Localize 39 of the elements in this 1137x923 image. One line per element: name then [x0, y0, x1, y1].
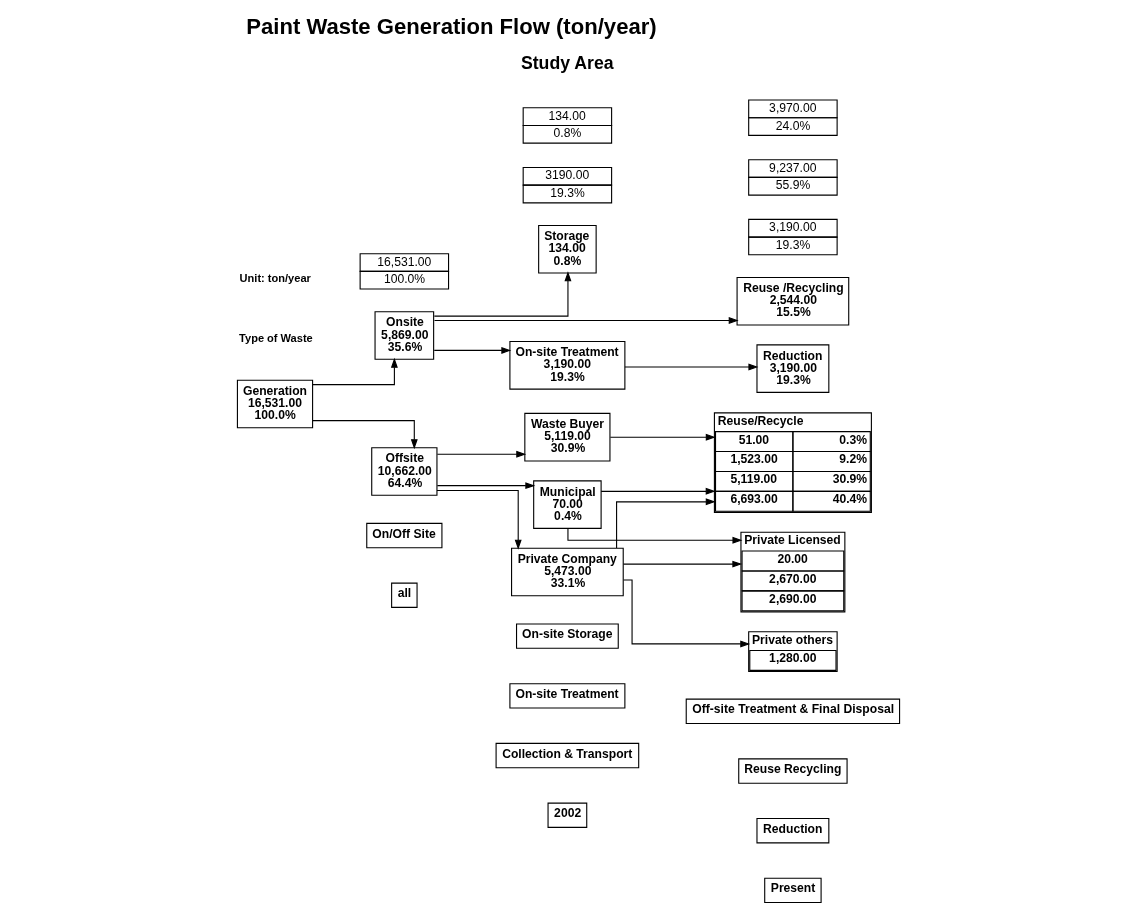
label: Study Area [520, 52, 614, 73]
label: Unit: ton/year [239, 271, 311, 284]
node-box: Private Company 5,473.00 33.1% [511, 547, 624, 597]
node-box: On-site Treatment 3,190.00 19.3% [509, 341, 626, 390]
node-box: Generation 16,531.00 100.0% [236, 379, 314, 429]
arrow [624, 363, 759, 371]
arrow [433, 317, 739, 325]
node-box: Reduction [756, 818, 830, 844]
node-box: 2002 [547, 802, 588, 828]
node-box: Storage 134.00 0.8% [538, 224, 597, 274]
arrow [623, 579, 751, 648]
node-box: Collection & Transport [495, 742, 640, 769]
node-box: Reuse Recycling [738, 758, 848, 784]
arrow [616, 498, 716, 549]
arrow [436, 482, 536, 490]
arrow [622, 560, 743, 568]
node-box: Present [764, 877, 822, 904]
diagram-title: Paint Waste Generation Flow (ton/year) [246, 13, 657, 39]
arrow [312, 420, 418, 450]
arrow [600, 487, 716, 495]
arrow [312, 357, 398, 386]
arrow [436, 489, 522, 550]
node-box: Offsite 10,662.00 64.4% [371, 447, 438, 496]
node-box: Waste Buyer 5,119.00 30.9% [524, 412, 611, 462]
arrow [567, 528, 743, 544]
node-box: Municipal 70.00 0.4% [533, 480, 602, 529]
node-box: Onsite 5,869.00 35.6% [374, 311, 435, 360]
arrow [433, 271, 572, 317]
node-box: On-site Storage [516, 623, 619, 649]
label: Type of Waste [239, 331, 313, 344]
arrow [433, 346, 512, 354]
node-box: Off-site Treatment & Final Disposal [685, 698, 901, 725]
node-box: On-site Treatment [509, 683, 626, 709]
arrow [609, 433, 716, 441]
arrow [436, 450, 527, 458]
node-box: Reduction 3,190.00 19.3% [756, 344, 830, 393]
node-box: On/Off Site [366, 522, 443, 549]
node-box: Reuse /Recycling 2,544.00 15.5% [736, 276, 850, 326]
node-box: all [391, 582, 418, 608]
